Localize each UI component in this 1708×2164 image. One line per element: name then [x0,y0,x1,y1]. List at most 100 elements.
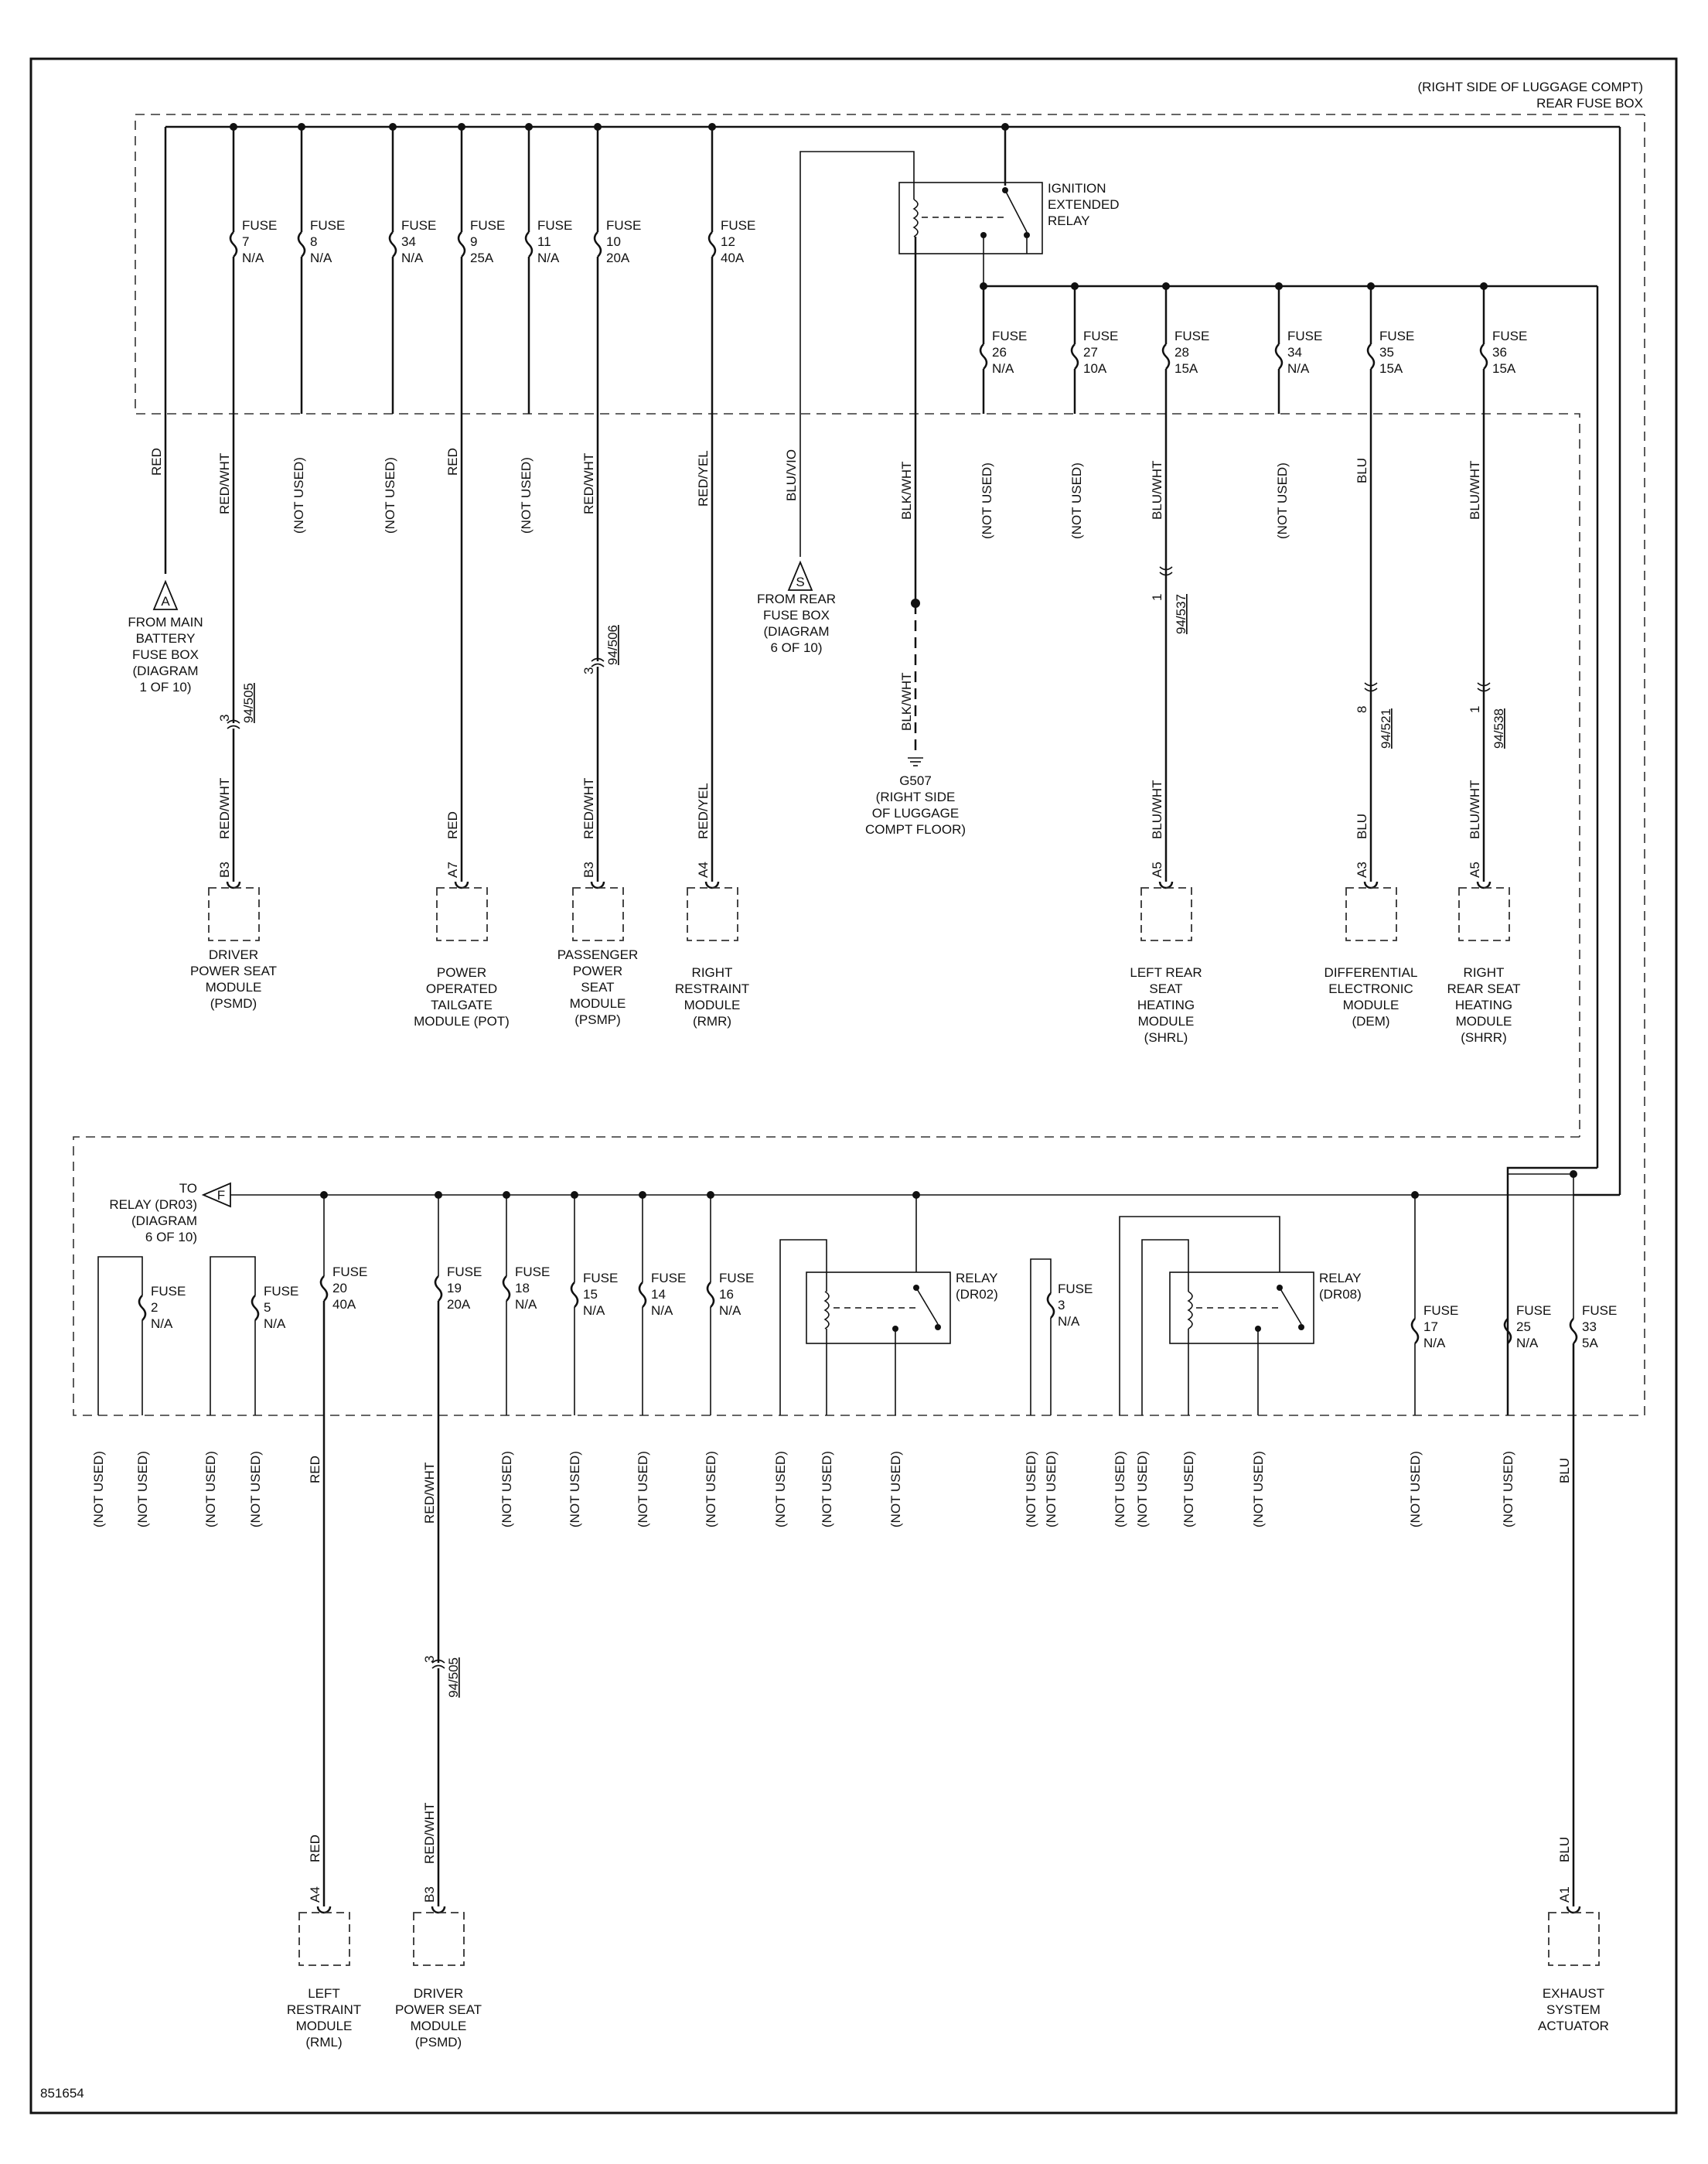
svg-text:FUSE: FUSE [1174,329,1209,343]
svg-text:FUSE: FUSE [447,1265,482,1279]
svg-text:HEATING: HEATING [1137,998,1195,1012]
svg-text:N/A: N/A [992,361,1014,376]
pin-dem: A3 [1355,862,1369,878]
inline-connector-94-505-bottom: 3 94/505 [422,1656,461,1906]
connector-a-label: FROM MAIN BATTERY FUSE BOX (DIAGRAM 1 OF… [128,615,203,695]
svg-text:1: 1 [1150,594,1164,601]
svg-text:FUSE: FUSE [1516,1303,1551,1318]
connector-f-label: TO RELAY (DR03) (DIAGRAM 6 OF 10) [109,1181,197,1244]
svg-text:(NOT USED): (NOT USED) [1044,1451,1059,1527]
svg-text:MODULE: MODULE [411,2019,467,2033]
svg-text:N/A: N/A [1287,361,1310,376]
svg-text:N/A: N/A [583,1303,605,1318]
svg-text:IGNITION: IGNITION [1048,181,1106,196]
module-pot-label: POWER OPERATED TAILGATE MODULE (POT) [414,965,510,1029]
svg-text:94/505: 94/505 [446,1657,461,1698]
connector-a [152,579,179,610]
svg-text:1 OF 10): 1 OF 10) [139,680,191,695]
svg-text:FUSE: FUSE [515,1265,550,1279]
svg-text:(DIAGRAM: (DIAGRAM [133,664,199,678]
svg-text:N/A: N/A [651,1303,673,1318]
svg-text:LEFT REAR: LEFT REAR [1130,965,1202,980]
fuse-11: FUSE 11 N/A [537,218,572,265]
wire-fuse-34-right: (NOT USED) [1275,462,1290,539]
fuse-15: FUSE 15 N/A [583,1271,618,1318]
svg-text:20A: 20A [606,251,630,265]
inline-connector-94-538: 1 94/538 [1468,682,1506,749]
svg-text:(NOT USED): (NOT USED) [773,1451,788,1527]
svg-text:(PSMP): (PSMP) [574,1012,621,1027]
svg-text:(SHRR): (SHRR) [1461,1030,1507,1045]
svg-text:(NOT USED): (NOT USED) [888,1451,903,1527]
pin-rml: A4 [308,1886,322,1903]
wire-fuse-35: BLU [1355,458,1369,483]
svg-text:N/A: N/A [537,251,560,265]
relay-dr02 [806,1271,951,1344]
module-rml-label: LEFT RESTRAINT MODULE (RML) [287,1986,361,2050]
connector-a-letter: A [161,594,170,609]
svg-text:DIFFERENTIAL: DIFFERENTIAL [1324,965,1418,980]
pin-exhaust: A1 [1557,1886,1572,1903]
svg-text:8: 8 [310,234,317,249]
rear-fuse-box-top [135,114,1645,1137]
wire-blk-wht-1: BLK/WHT [899,461,914,520]
svg-text:7: 7 [242,234,249,249]
svg-text:RELAY: RELAY [1319,1271,1362,1285]
svg-text:FROM REAR: FROM REAR [757,592,836,606]
svg-text:27: 27 [1083,345,1098,360]
module-rmr-label: RIGHT RESTRAINT MODULE (RMR) [675,965,749,1029]
svg-text:2: 2 [151,1300,158,1315]
pin-pot: A7 [445,862,460,878]
svg-text:10: 10 [606,234,621,249]
svg-text:(NOT USED): (NOT USED) [1408,1451,1423,1527]
svg-text:3: 3 [1058,1298,1065,1312]
wire-shrr: BLU/WHT [1468,780,1482,840]
svg-text:COMPT FLOOR): COMPT FLOOR) [865,822,966,837]
svg-text:REAR SEAT: REAR SEAT [1447,981,1520,996]
connector-s-label: FROM REAR FUSE BOX (DIAGRAM 6 OF 10) [757,592,836,655]
svg-text:DRIVER: DRIVER [414,1986,463,2001]
module-psmd-top-label: DRIVER POWER SEAT MODULE (PSMD) [190,947,277,1011]
svg-text:BATTERY: BATTERY [136,631,196,646]
svg-text:PASSENGER: PASSENGER [557,947,639,962]
svg-text:MODULE: MODULE [1138,1014,1195,1029]
svg-text:ACTUATOR: ACTUATOR [1538,2019,1609,2033]
svg-text:POWER SEAT: POWER SEAT [190,964,277,978]
wire-fuse-10: RED/WHT [581,453,596,514]
fuse-34-right: FUSE 34 N/A [1287,329,1322,376]
fuse-35: FUSE 35 15A [1379,329,1414,376]
svg-text:(PSMD): (PSMD) [210,996,257,1011]
svg-text:(DIAGRAM: (DIAGRAM [131,1213,197,1228]
fuse-box-location: (RIGHT SIDE OF LUGGAGE COMPT) [1417,80,1643,94]
svg-text:TAILGATE: TAILGATE [431,998,493,1012]
pin-psmp: B3 [581,862,596,878]
svg-text:POWER: POWER [573,964,622,978]
svg-text:(NOT USED): (NOT USED) [499,1451,514,1527]
svg-text:N/A: N/A [264,1316,286,1331]
svg-text:FUSE: FUSE [992,329,1027,343]
svg-text:(DIAGRAM: (DIAGRAM [764,624,830,639]
wire-rml: RED [308,1835,322,1862]
svg-text:(NOT USED): (NOT USED) [1024,1451,1038,1527]
svg-text:(NOT USED): (NOT USED) [135,1451,150,1527]
fuse-5: FUSE 5 N/A [264,1284,298,1331]
svg-text:(RIGHT SIDE: (RIGHT SIDE [876,790,956,804]
pin-shrl: A5 [1150,862,1164,878]
module-psmp [572,887,624,941]
svg-text:11: 11 [537,234,551,249]
wire-fuse-19: RED/WHT [422,1463,437,1524]
svg-text:EXHAUST: EXHAUST [1543,1986,1604,2001]
svg-text:N/A: N/A [1423,1336,1446,1350]
module-psmd-bottom [413,1912,465,1966]
wire-fuse-12: RED/YEL [696,450,711,507]
svg-text:FUSE: FUSE [1058,1282,1093,1296]
fuse-14: FUSE 14 N/A [651,1271,686,1318]
svg-text:94/521: 94/521 [1379,708,1393,749]
module-shrl [1140,887,1192,941]
fuse-3: FUSE 3 N/A [1058,1282,1093,1329]
svg-text:(NOT USED): (NOT USED) [704,1451,718,1527]
fuse-7: FUSE 7 N/A [242,218,277,265]
wire-rmr: RED/YEL [696,783,711,839]
svg-text:10A: 10A [1083,361,1107,376]
svg-text:FUSE: FUSE [470,218,505,233]
